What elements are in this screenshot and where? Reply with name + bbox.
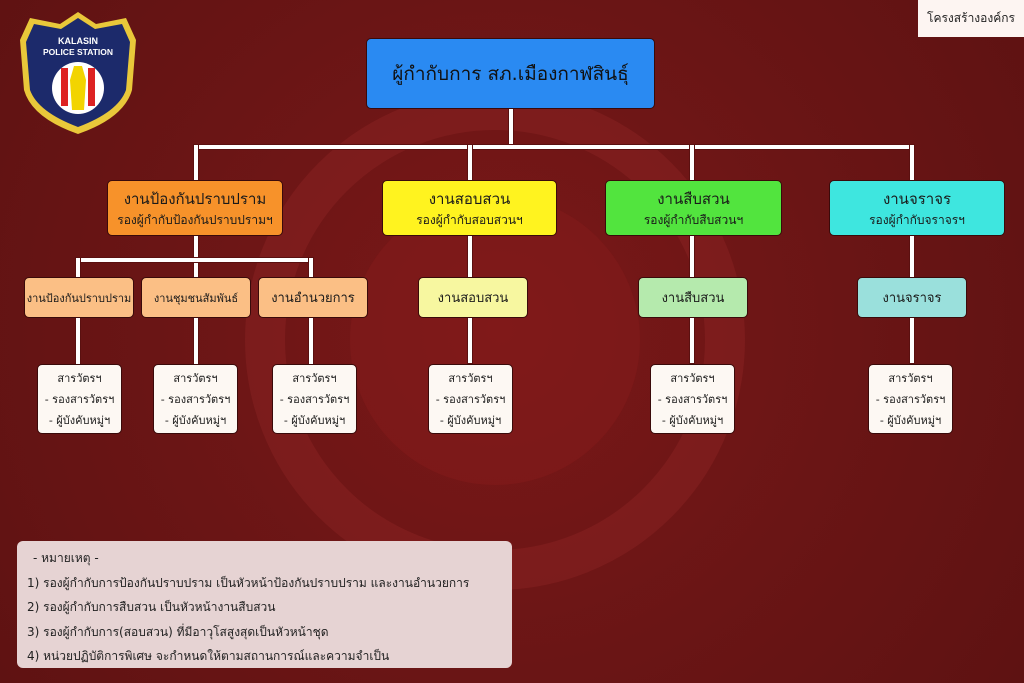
notes-panel: - หมายเหตุ - 1) รองผู้กำกับการป้องกันปรา… — [17, 541, 512, 668]
division-prevention: งานป้องกันปราบปรามรองผู้กำกับป้องกันปราบ… — [107, 180, 283, 236]
staff-line: - รองสารวัตรฯ — [44, 392, 115, 406]
staff-box: สารวัตรฯ - รองสารวัตรฯ - ผู้บังคับหมู่ฯ — [428, 364, 513, 434]
note-item: 3) รองผู้กำกับการ(สอบสวน) ที่มีอาวุโสสูง… — [27, 624, 329, 639]
staff-line: - รองสารวัตรฯ — [875, 392, 946, 406]
staff-line: - ผู้บังคับหมู่ฯ — [879, 413, 942, 427]
staff-line: - ผู้บังคับหมู่ฯ — [164, 413, 227, 427]
staff-line: - รองสารวัตรฯ — [435, 392, 506, 406]
connector — [193, 144, 199, 181]
division-title: งานจราจร — [882, 189, 952, 208]
connector — [75, 257, 314, 263]
unit-box: งานสืบสวน — [638, 277, 748, 318]
logo-text-line2: POLICE STATION — [43, 47, 113, 57]
division-title: งานป้องกันปราบปราม — [123, 189, 267, 208]
watermark-center — [350, 195, 640, 485]
connector — [909, 144, 915, 364]
staff-line: สารวัตรฯ — [57, 371, 102, 385]
staff-box: สารวัตรฯ - รองสารวัตรฯ - ผู้บังคับหมู่ฯ — [272, 364, 357, 434]
staff-box: สารวัตรฯ - รองสารวัตรฯ - ผู้บังคับหมู่ฯ — [868, 364, 953, 434]
note-item: 4) หน่วยปฏิบัติการพิเศษ จะกำหนดให้ตามสถา… — [27, 649, 390, 663]
police-badge-logo: KALASIN POLICE STATION — [20, 12, 136, 134]
division-title: งานสอบสวน — [428, 189, 511, 208]
staff-box: สารวัตรฯ - รองสารวัตรฯ - ผู้บังคับหมู่ฯ — [37, 364, 122, 434]
division-traffic: งานจราจรรองผู้กำกับจราจรฯ — [829, 180, 1005, 236]
commander-box: ผู้กำกับการ สภ.เมืองกาฬสินธุ์ — [366, 38, 655, 109]
connector — [193, 144, 915, 150]
note-item: 1) รองผู้กำกับการป้องกันปราบปราม เป็นหัว… — [27, 575, 470, 590]
notes-heading: - หมายเหตุ - — [33, 551, 99, 565]
staff-box: สารวัตรฯ - รองสารวัตรฯ - ผู้บังคับหมู่ฯ — [650, 364, 735, 434]
staff-line: สารวัตรฯ — [448, 371, 493, 385]
division-title: งานสืบสวน — [657, 189, 730, 208]
staff-line: - รองสารวัตรฯ — [279, 392, 350, 406]
staff-line: - ผู้บังคับหมู่ฯ — [661, 413, 724, 427]
unit-box: งานจราจร — [857, 277, 967, 318]
staff-line: สารวัตรฯ — [292, 371, 337, 385]
staff-line: - ผู้บังคับหมู่ฯ — [283, 413, 346, 427]
unit-box: งานสอบสวน — [418, 277, 528, 318]
unit-box: งานชุมชนสัมพันธ์ — [141, 277, 251, 318]
logo-text-line1: KALASIN — [58, 36, 98, 46]
division-inquiry: งานสอบสวนรองผู้กำกับสอบสวนฯ — [382, 180, 557, 236]
staff-line: - รองสารวัตรฯ — [160, 392, 231, 406]
note-item: 2) รองผู้กำกับการสืบสวน เป็นหัวหน้างานสื… — [27, 600, 276, 614]
page-tag: โครงสร้างองค์กร — [918, 0, 1024, 37]
division-head: รองผู้กำกับสืบสวนฯ — [643, 212, 744, 227]
staff-line: - รองสารวัตรฯ — [657, 392, 728, 406]
staff-line: - ผู้บังคับหมู่ฯ — [48, 413, 111, 427]
division-head: รองผู้กำกับป้องกันปราบปรามฯ — [117, 212, 273, 227]
division-investigation: งานสืบสวนรองผู้กำกับสืบสวนฯ — [605, 180, 782, 236]
connector — [689, 144, 695, 364]
staff-line: สารวัตรฯ — [670, 371, 715, 385]
division-head: รองผู้กำกับสอบสวนฯ — [416, 212, 523, 227]
staff-line: - ผู้บังคับหมู่ฯ — [439, 413, 502, 427]
unit-box: งานอำนวยการ — [258, 277, 368, 318]
unit-box: งานป้องกันปราบปราม — [24, 277, 134, 318]
connector — [467, 144, 473, 364]
staff-line: สารวัตรฯ — [888, 371, 933, 385]
staff-box: สารวัตรฯ - รองสารวัตรฯ - ผู้บังคับหมู่ฯ — [153, 364, 238, 434]
staff-line: สารวัตรฯ — [173, 371, 218, 385]
division-head: รองผู้กำกับจราจรฯ — [869, 212, 965, 227]
connector — [508, 107, 514, 149]
